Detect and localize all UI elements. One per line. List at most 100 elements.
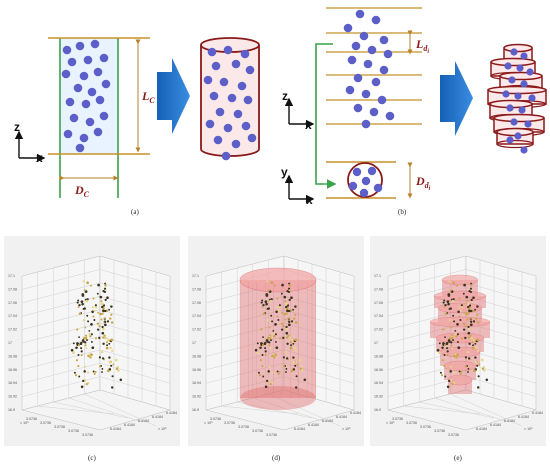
particle <box>526 68 534 76</box>
y-exponent-label: × 10⁶ <box>20 421 29 425</box>
particle <box>219 77 229 87</box>
data-point <box>466 350 470 354</box>
data-point <box>106 344 109 347</box>
data-point <box>103 323 107 327</box>
data-point <box>285 305 288 309</box>
y-tick-label: 3.0736 <box>238 425 249 429</box>
data-point <box>463 311 466 314</box>
particle <box>359 188 369 198</box>
data-point <box>282 356 286 359</box>
data-point <box>463 283 466 287</box>
data-point <box>77 353 80 357</box>
y-tick-label: 3.0736 <box>266 433 277 437</box>
data-point <box>98 365 102 368</box>
data-point <box>447 302 450 306</box>
data-point <box>271 320 274 323</box>
data-point <box>102 336 105 339</box>
y-exponent-label: × 10⁶ <box>386 421 395 425</box>
data-point <box>258 374 262 377</box>
data-point <box>480 358 484 362</box>
particle <box>99 111 109 121</box>
particle <box>221 151 231 161</box>
z-tick-label: 17.04 <box>374 314 383 318</box>
data-point <box>112 363 115 366</box>
data-point <box>100 318 103 321</box>
y-tick-label: 3.0736 <box>448 433 459 437</box>
data-point <box>90 340 93 343</box>
data-point <box>110 321 114 324</box>
caption-d: (d) <box>272 454 281 462</box>
data-point <box>265 302 268 306</box>
particle <box>504 62 512 70</box>
data-point <box>277 372 280 375</box>
data-point <box>98 356 102 359</box>
z-axis-label-b: z <box>282 89 288 103</box>
data-point <box>262 343 265 347</box>
data-point <box>438 342 441 345</box>
data-point <box>287 334 290 337</box>
data-point <box>468 289 471 293</box>
data-point <box>108 360 112 364</box>
particle <box>90 39 100 49</box>
x-tick-label: 6.4184 <box>308 423 319 427</box>
data-point <box>90 333 93 336</box>
data-point <box>469 334 472 337</box>
data-point <box>289 341 292 344</box>
transform-arrow <box>157 58 190 134</box>
data-point <box>469 323 473 327</box>
data-point <box>273 335 276 338</box>
data-point <box>108 342 111 345</box>
data-point <box>478 363 481 366</box>
data-point <box>444 312 448 315</box>
data-point <box>83 307 86 310</box>
data-point <box>286 321 289 324</box>
particle <box>245 65 255 75</box>
data-point <box>286 289 289 293</box>
data-point <box>75 346 78 349</box>
particle <box>205 119 215 129</box>
particle <box>99 53 109 63</box>
data-point <box>268 341 271 344</box>
data-point <box>462 328 466 331</box>
data-point <box>259 359 262 362</box>
data-point <box>82 340 85 343</box>
data-point <box>449 370 452 373</box>
data-point <box>278 370 281 374</box>
data-point <box>447 293 451 296</box>
data-point <box>106 339 110 342</box>
data-point <box>449 289 453 292</box>
data-point <box>460 370 463 374</box>
disk-top <box>487 85 547 95</box>
data-point <box>290 344 293 347</box>
data-point <box>106 320 110 323</box>
data-point <box>467 367 470 370</box>
particle-column <box>343 9 395 129</box>
particle <box>520 80 528 88</box>
data-point <box>450 344 453 347</box>
data-point <box>474 342 477 345</box>
data-point <box>446 350 449 353</box>
data-point <box>472 296 475 299</box>
data-point <box>456 333 459 336</box>
data-point <box>85 382 88 386</box>
data-point <box>470 336 473 340</box>
disk-top <box>490 57 536 67</box>
particle <box>87 87 97 97</box>
data-point <box>282 324 285 328</box>
data-point <box>254 348 258 352</box>
particle <box>379 35 389 45</box>
data-point <box>448 319 452 322</box>
data-point <box>438 351 441 354</box>
data-point <box>78 312 82 315</box>
data-point <box>86 371 90 374</box>
data-point <box>75 359 78 362</box>
data-point <box>294 313 297 316</box>
data-point <box>80 350 83 353</box>
data-point <box>266 337 270 340</box>
data-point <box>97 311 100 314</box>
particle <box>207 47 217 57</box>
data-point <box>472 344 475 347</box>
particle <box>373 183 383 193</box>
z-tick-label: 16.9 <box>8 408 15 412</box>
data-point <box>98 324 101 328</box>
